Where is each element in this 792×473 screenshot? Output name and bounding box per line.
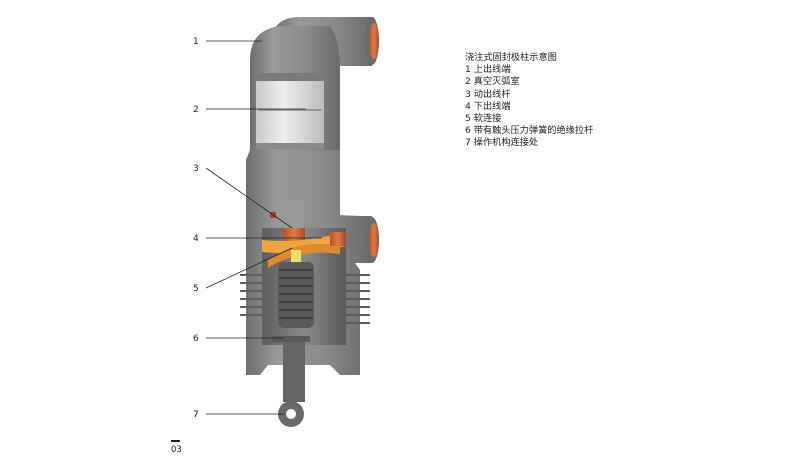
vacuum-interrupter bbox=[256, 73, 324, 149]
legend-item-5: 5 软连接 bbox=[465, 113, 502, 125]
callout-7: 7 bbox=[193, 410, 199, 420]
legend-item-3: 3 动出线杆 bbox=[465, 88, 511, 100]
callout-3: 3 bbox=[193, 164, 199, 174]
page-number-rule bbox=[171, 440, 180, 442]
insulation-sheds bbox=[240, 274, 370, 324]
legend: 浇注式固封极柱示意图 1 上出线端 2 真空灭弧室 3 动出线杆 4 下出线端 … bbox=[465, 52, 593, 150]
callout-4: 4 bbox=[193, 234, 199, 244]
callout-numbers: 1 2 3 4 5 6 7 bbox=[193, 37, 199, 420]
page-number: 03 bbox=[171, 445, 182, 455]
legend-item-7: 7 操作机构连接处 bbox=[465, 137, 539, 149]
legend-item-6: 6 带有触头压力弹簧的绝缘拉杆 bbox=[465, 125, 594, 137]
flex-connector bbox=[262, 232, 346, 268]
spring-rod bbox=[272, 250, 314, 427]
legend-item-2: 2 真空灭弧室 bbox=[465, 76, 520, 88]
leader-lines bbox=[205, 40, 322, 415]
callout-1: 1 bbox=[193, 37, 199, 47]
lower-housing bbox=[246, 150, 379, 375]
callout-2: 2 bbox=[193, 105, 199, 115]
legend-item-1: 1 上出线端 bbox=[465, 64, 511, 76]
legend-item-4: 4 下出线端 bbox=[465, 100, 511, 112]
legend-title: 浇注式固封极柱示意图 bbox=[465, 52, 557, 63]
callout-5: 5 bbox=[193, 284, 199, 294]
callout-6: 6 bbox=[193, 334, 199, 344]
